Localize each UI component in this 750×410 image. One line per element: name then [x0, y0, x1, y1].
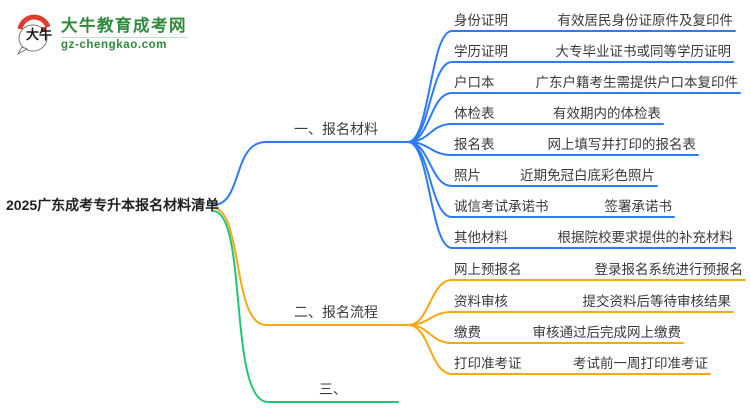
material-row-form: 报名表 网上填写并打印的报名表: [452, 136, 698, 155]
leaf-desc: 大专毕业证书或同等学历证明: [555, 44, 732, 59]
leaf-desc: 提交资料后等待审核结果: [582, 294, 732, 309]
leaf-desc: 近期免冠白底彩色照片: [520, 168, 655, 183]
material-row-other: 其他材料 根据院校要求提供的补充材料: [452, 229, 735, 248]
leaf-desc: 广东户籍考生需提供户口本复印件: [535, 75, 739, 90]
leaf-desc: 根据院校要求提供的补充材料: [557, 230, 734, 245]
leaf-label: 打印准考证: [454, 356, 522, 371]
logo-text-block: 大牛教育成考网 gz-chengkao.com: [61, 17, 187, 52]
branch-node-materials: 一、报名材料: [294, 121, 378, 137]
leaf-label: 户口本: [454, 75, 495, 90]
branch-node-process: 二、报名流程: [294, 304, 378, 320]
logo-bubble-tail: [16, 46, 29, 56]
leaf-label: 资料审核: [454, 294, 508, 309]
process-row-preregister: 网上预报名 登录报名系统进行预报名: [452, 261, 745, 280]
leaf-label: 学历证明: [454, 44, 508, 59]
leaf-label: 其他材料: [454, 230, 508, 245]
logo-red-arc: [17, 14, 51, 30]
material-row-id: 身份证明 有效居民身份证原件及复印件: [452, 12, 735, 31]
site-logo: 大牛 大牛教育成考网 gz-chengkao.com: [13, 12, 187, 56]
process-row-review: 资料审核 提交资料后等待审核结果: [452, 293, 733, 312]
leaf-desc: 有效居民身份证原件及复印件: [557, 13, 734, 28]
leaf-label: 体检表: [454, 106, 495, 121]
logo-bubble-icon: 大牛: [16, 14, 52, 56]
process-row-payment: 缴费 审核通过后完成网上缴费: [452, 324, 683, 343]
leaf-label: 身份证明: [454, 13, 508, 28]
leaf-desc: 登录报名系统进行预报名: [594, 262, 744, 277]
leaf-label: 网上预报名: [454, 262, 522, 277]
brand-name: 大牛教育成考网: [61, 16, 187, 35]
leaf-desc: 考试前一周打印准考证: [573, 356, 708, 371]
leaf-desc: 签署承诺书: [604, 199, 673, 214]
leaf-desc: 有效期内的体检表: [553, 106, 661, 121]
leaf-label: 报名表: [454, 137, 495, 152]
material-row-hukou: 户口本 广东户籍考生需提供户口本复印件: [452, 74, 740, 93]
logo-seal: [41, 27, 46, 32]
leaf-desc: 网上填写并打印的报名表: [547, 137, 697, 152]
material-row-diploma: 学历证明 大专毕业证书或同等学历证明: [452, 43, 733, 62]
leaf-label: 照片: [454, 168, 481, 183]
leaf-label: 缴费: [454, 325, 481, 340]
process-row-ticket: 打印准考证 考试前一周打印准考证: [452, 355, 710, 374]
material-row-pledge: 诚信考试承诺书 签署承诺书: [452, 198, 674, 217]
material-row-medical: 体检表 有效期内的体检表: [452, 105, 663, 124]
brand-domain: gz-chengkao.com: [61, 36, 187, 52]
branch-node-third: 三、: [319, 381, 347, 397]
logo-speech-bubble: [18, 24, 48, 52]
logo-icon-text: 大牛: [26, 27, 52, 42]
root-node-title: 2025广东成考专升本报名材料清单: [6, 197, 220, 213]
leaf-label: 诚信考试承诺书: [454, 199, 549, 214]
leaf-desc: 审核通过后完成网上缴费: [532, 325, 682, 340]
material-row-photo: 照片 近期免冠白底彩色照片: [452, 167, 657, 186]
